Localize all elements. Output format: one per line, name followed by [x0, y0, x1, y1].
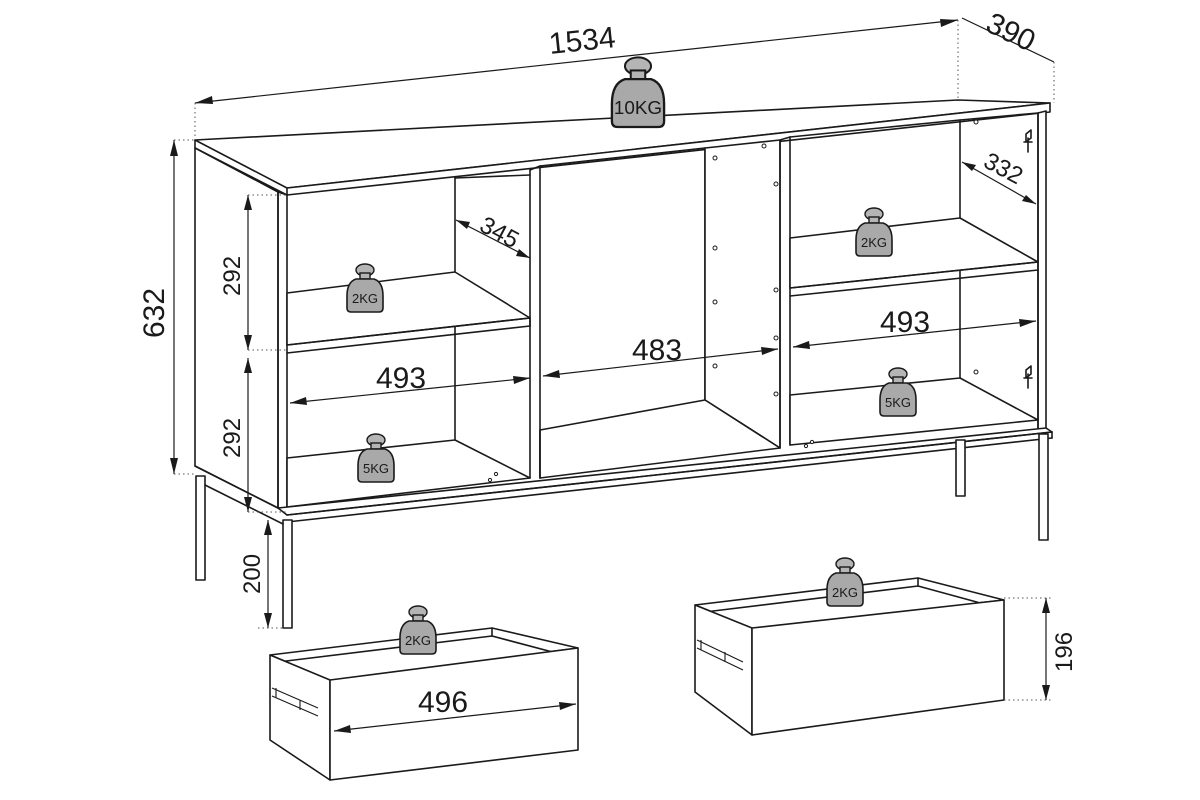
weight-icon: 2KG [855, 207, 893, 257]
dim-inner-depth-left: 345 [475, 211, 523, 254]
dim-upper-compartment-height: 292 [219, 256, 246, 296]
weight-icon: 10KG [610, 56, 666, 129]
weight-label: 5KG [363, 461, 389, 476]
dim-inner-depth-right: 332 [979, 147, 1027, 190]
weight-label: 5KG [885, 395, 911, 410]
dim-center-compartment-width: 483 [632, 334, 682, 367]
dim-left-compartment-width: 493 [376, 362, 426, 395]
dim-height: 632 [138, 288, 171, 338]
weight-label: 2KG [405, 633, 431, 648]
drawer-right [694, 577, 1052, 736]
metal-legs [195, 433, 1049, 629]
weight-label: 2KG [352, 291, 378, 306]
weight-icon: 2KG [399, 605, 437, 655]
dim-depth: 390 [981, 7, 1040, 59]
dim-drawer-width: 496 [418, 686, 468, 719]
weight-label: 10KG [614, 97, 662, 118]
dim-drawer-height: 196 [1051, 632, 1078, 672]
weight-icon: 2KG [826, 557, 864, 607]
weight-label: 2KG [861, 235, 887, 250]
hinge-icon [1023, 129, 1033, 389]
carcass-interior [194, 110, 1053, 523]
weight-icon: 5KG [357, 433, 395, 483]
dimension-lines [170, 17, 1055, 629]
load-weights: 10KG 2KG 5KG 2KG 5KG 2KG 2KG [346, 56, 917, 655]
shelf-pin-holes [487, 119, 979, 483]
dim-right-compartment-width: 493 [880, 306, 930, 339]
weight-label: 2KG [832, 585, 858, 600]
dim-lower-compartment-height: 292 [219, 418, 246, 458]
dim-width: 1534 [547, 21, 617, 61]
dimension-labels: 1534 390 632 292 292 200 345 332 493 483… [138, 7, 1078, 719]
dim-leg-height: 200 [239, 554, 266, 594]
weight-icon: 2KG [346, 263, 384, 313]
weight-icon: 5KG [879, 367, 917, 417]
